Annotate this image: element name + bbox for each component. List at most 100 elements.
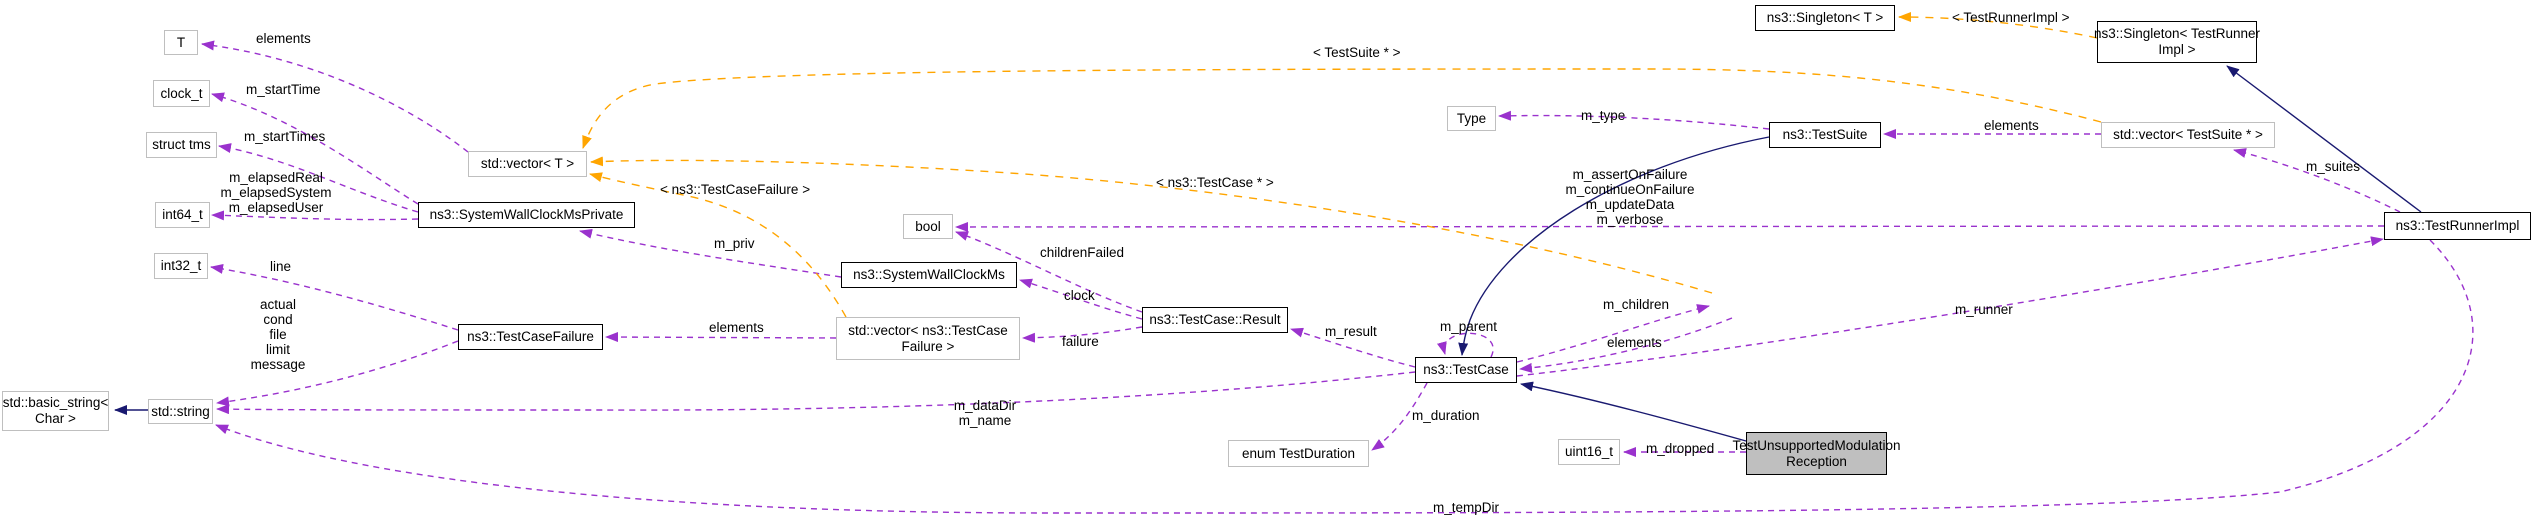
edge-m-result xyxy=(1290,327,1416,368)
node-label: ns3::TestRunnerImpl xyxy=(2395,218,2520,233)
edge-label-elements-test-case: elements xyxy=(1607,335,1662,350)
edge-m-type xyxy=(1498,110,1770,130)
node-enum-test-duration[interactable]: enum TestDuration xyxy=(1228,440,1369,467)
edge-vector-t-elements xyxy=(201,40,469,153)
edge-vec-tc-elements xyxy=(1519,317,1733,373)
node-system-wall-clock-ms[interactable]: ns3::SystemWallClockMs xyxy=(841,262,1017,288)
edge-label-datadir-name-block: m_dataDir m_name xyxy=(935,398,1035,428)
node-test-runner-impl[interactable]: ns3::TestRunnerImpl xyxy=(2384,212,2531,240)
edge-label-m-start-time: m_startTime xyxy=(246,82,321,97)
edge-inherit-test-runner-singleton xyxy=(2226,65,2422,213)
edge-label-line: m_elapsedUser xyxy=(228,200,324,215)
edge-label-line: m_name xyxy=(958,413,1012,428)
node-label: std::vector< T > xyxy=(480,156,575,171)
edge-label-line: m_elapsedReal xyxy=(229,170,323,185)
edge-m-priv xyxy=(579,228,842,278)
edge-label-line: file xyxy=(269,327,287,342)
node-label: bool xyxy=(915,218,941,234)
edge-label-m-dropped: m_dropped xyxy=(1646,441,1715,456)
edge-label-line: m_dataDir xyxy=(953,398,1017,413)
node-label: Reception xyxy=(1786,453,1847,469)
edge-m-datadir-m-name xyxy=(216,371,1416,415)
node-struct-tms[interactable]: struct tms xyxy=(146,132,217,158)
node-clock-t[interactable]: clock_t xyxy=(153,80,210,107)
edge-label-elements-t: elements xyxy=(256,31,311,46)
edge-label-elements-tcf: elements xyxy=(709,320,764,335)
node-label: int64_t xyxy=(162,207,203,222)
edge-clock xyxy=(1019,278,1143,320)
node-label: int32_t xyxy=(160,258,202,273)
node-label: ns3::SystemWallClockMs xyxy=(853,267,1005,282)
node-label: clock_t xyxy=(160,85,203,101)
edge-label-line: limit xyxy=(266,342,290,357)
node-int32-t[interactable]: int32_t xyxy=(154,253,208,279)
node-int64-t[interactable]: int64_t xyxy=(155,202,210,228)
edge-label-m-parent: m_parent xyxy=(1440,319,1498,334)
edge-label-template-test-runner-impl: < TestRunnerImpl > xyxy=(1952,10,2070,25)
node-label: std::basic_string< xyxy=(2,395,109,410)
edge-label-line: cond xyxy=(263,312,293,327)
node-test-case-result[interactable]: ns3::TestCase::Result xyxy=(1142,307,1288,333)
edge-template-test-case-ptr xyxy=(590,156,1713,294)
node-label: struct tms xyxy=(152,137,211,152)
edge-label-line: m_assertOnFailure xyxy=(1572,167,1688,182)
edge-label-template-test-suite-ptr: < TestSuite * > xyxy=(1313,45,1401,60)
node-t[interactable]: T xyxy=(164,30,198,55)
node-std-vector-t[interactable]: std::vector< T > xyxy=(468,151,587,177)
node-std-basic-string[interactable]: std::basic_string<Char > xyxy=(2,391,109,431)
node-bool[interactable]: bool xyxy=(903,214,953,239)
node-singleton-t[interactable]: ns3::Singleton< T > xyxy=(1755,5,1895,31)
edge-label-runner-flags-block: m_assertOnFailure m_continueOnFailure m_… xyxy=(1560,167,1700,227)
edge-label-m-result: m_result xyxy=(1325,324,1377,339)
edge-m-elapsed xyxy=(211,210,419,221)
edge-inherit-test-suite-test-case xyxy=(1458,136,1770,356)
node-label: enum TestDuration xyxy=(1241,445,1356,461)
node-test-case-failure[interactable]: ns3::TestCaseFailure xyxy=(458,324,603,350)
edge-failure-fields xyxy=(216,340,459,407)
edge-label-m-start-times: m_startTimes xyxy=(244,129,326,144)
node-label: TestUnsupportedModulation xyxy=(1732,437,1901,453)
edge-runner-flags xyxy=(955,221,2385,232)
node-label: std::vector< ns3::TestCase xyxy=(848,322,1008,338)
node-test-case[interactable]: ns3::TestCase xyxy=(1415,357,1517,383)
edge-label-line: m_continueOnFailure xyxy=(1565,182,1695,197)
node-label: ns3::TestCaseFailure xyxy=(467,329,594,344)
edge-label-m-duration: m_duration xyxy=(1412,408,1480,423)
edge-label-clock: clock xyxy=(1064,288,1095,303)
edge-m-children xyxy=(1516,304,1710,363)
node-label: ns3::SystemWallClockMsPrivate xyxy=(429,207,624,222)
edge-label-m-type: m_type xyxy=(1581,108,1626,123)
node-system-wall-clock-ms-private[interactable]: ns3::SystemWallClockMsPrivate xyxy=(418,202,635,228)
node-label: ns3::TestSuite xyxy=(1782,127,1868,142)
edge-label-line: m_updateData xyxy=(1585,197,1675,212)
edge-inherit-focus-test-case xyxy=(1520,381,1747,442)
edge-m-runner xyxy=(1516,236,2384,377)
node-label: ns3::TestCase xyxy=(1423,362,1509,377)
edge-label-line: actual xyxy=(259,297,297,312)
edge-label-failure-fields-block: actual cond file limit message xyxy=(240,297,316,372)
edge-template-test-suite-ptr xyxy=(582,68,2102,149)
node-type[interactable]: Type xyxy=(1447,106,1496,131)
edge-children-failed xyxy=(955,231,1143,313)
edge-label-line: m_verbose xyxy=(1596,212,1664,227)
edge-label-m-suites: m_suites xyxy=(2306,159,2361,174)
edge-label-m-priv: m_priv xyxy=(714,236,755,251)
node-label: ns3::Singleton< TestRunner xyxy=(2094,26,2260,41)
node-label: Failure > xyxy=(901,338,955,354)
node-label: std::vector< TestSuite * > xyxy=(2113,127,2263,142)
node-uint16-t[interactable]: uint16_t xyxy=(1558,439,1620,465)
edge-label-m-children: m_children xyxy=(1603,297,1670,312)
edge-label-children-failed: childrenFailed xyxy=(1040,245,1125,260)
node-std-vector-test-suite[interactable]: std::vector< TestSuite * > xyxy=(2101,122,2275,148)
node-label: Type xyxy=(1456,110,1487,126)
edge-line xyxy=(210,264,459,331)
edge-m-duration xyxy=(1371,382,1428,451)
edge-label-line: message xyxy=(250,357,306,372)
node-test-suite[interactable]: ns3::TestSuite xyxy=(1769,122,1881,148)
node-std-string[interactable]: std::string xyxy=(148,399,213,424)
node-label: Impl > xyxy=(2158,42,2196,57)
